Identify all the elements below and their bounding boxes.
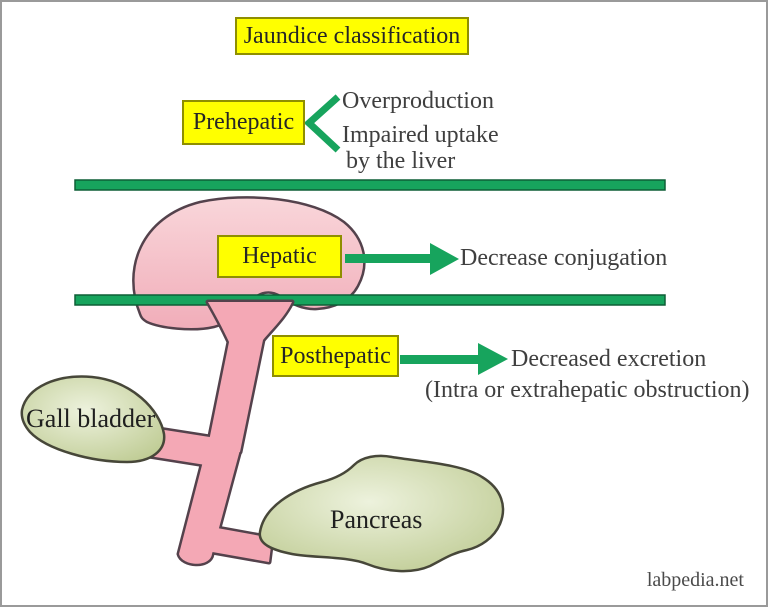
watermark: labpedia.net [646, 569, 744, 591]
prehepatic-box: Prehepatic [182, 100, 305, 145]
decrease-conjugation-note: Decrease conjugation [460, 245, 668, 271]
pancreas-label: Pancreas [330, 505, 423, 534]
posthepatic-arrow-right-icon [400, 343, 508, 375]
divider-line-bottom [74, 294, 666, 306]
gall-bladder-label: Gall bladder [26, 404, 156, 433]
decreased-excretion-note: Decreased excretion [511, 346, 707, 372]
divider-line-top [74, 179, 666, 191]
bile-duct-fill [149, 302, 292, 564]
diagram-title: Jaundice classification [235, 17, 469, 55]
impaired-uptake-note-line1: Impaired uptake [342, 122, 499, 148]
hepatic-box: Hepatic [217, 235, 342, 278]
posthepatic-box: Posthepatic [272, 335, 399, 377]
obstruction-note: (Intra or extrahepatic obstruction) [425, 377, 750, 403]
branch-bracket-icon [303, 94, 341, 153]
overproduction-note: Overproduction [342, 88, 494, 114]
impaired-uptake-note-line2: by the liver [346, 148, 456, 174]
hepatic-arrow-right-icon [345, 243, 459, 275]
pancreas-shape [258, 454, 505, 573]
gall-bladder-shape [20, 375, 166, 464]
